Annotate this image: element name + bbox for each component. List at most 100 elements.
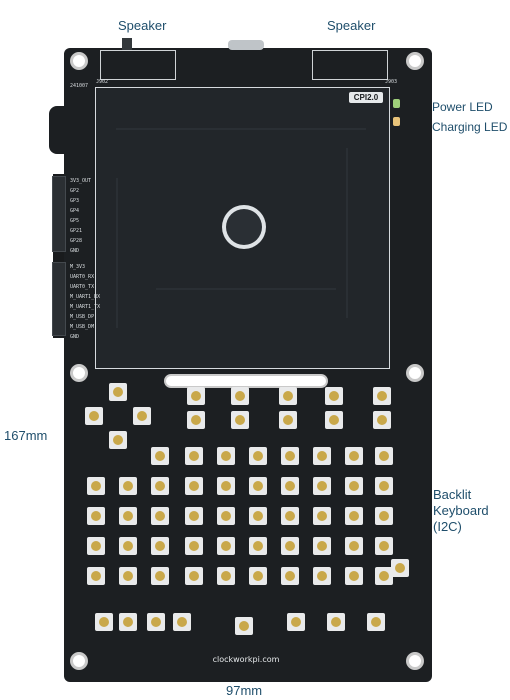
keyboard-key: [249, 447, 267, 465]
keyboard-key: [151, 567, 169, 585]
pin-label: UART0_TX: [70, 284, 95, 290]
mount-hole-top-left: [70, 52, 88, 70]
speaker-left-ref: J902: [96, 79, 109, 85]
pin-label: GP4: [70, 208, 80, 214]
keyboard-key: [345, 567, 363, 585]
pin-label: 3V3_OUT: [70, 178, 92, 184]
keyboard-key: [85, 407, 103, 425]
keyboard-label-line3: (I2C): [433, 519, 462, 534]
keyboard-key: [151, 507, 169, 525]
keyboard-key: [185, 507, 203, 525]
keyboard-key: [185, 537, 203, 555]
keyboard-key: [217, 537, 235, 555]
speaker-right-connector: [312, 50, 388, 80]
model-badge: CPI2.0: [349, 92, 383, 103]
left-edge-connector-lower: [52, 262, 66, 336]
power-led: [393, 99, 400, 108]
keyboard-key: [185, 477, 203, 495]
pin-label: M_USB_DM: [70, 324, 95, 330]
width-dimension: 97mm: [226, 683, 263, 698]
keyboard-key: [345, 537, 363, 555]
pin-label: M_USB_DP: [70, 314, 95, 320]
keyboard-key: [217, 447, 235, 465]
keyboard-key: [281, 447, 299, 465]
keyboard-key: [87, 507, 105, 525]
keyboard-key: [133, 407, 151, 425]
mount-hole-bottom-right: [406, 652, 424, 670]
keyboard-key: [287, 613, 305, 631]
mount-hole-mid-left: [70, 364, 88, 382]
speaker-left-connector: [100, 50, 176, 80]
speaker-right-ref: J903: [385, 79, 398, 85]
keyboard-key: [249, 537, 267, 555]
keyboard-key: [119, 507, 137, 525]
keyboard-key: [249, 507, 267, 525]
keyboard-key: [279, 411, 297, 429]
keyboard-key: [375, 477, 393, 495]
board-slot: [164, 374, 328, 388]
keyboard-key: [281, 567, 299, 585]
keyboard-key: [187, 387, 205, 405]
keyboard-key: [325, 387, 343, 405]
penguin-logo-icon: [222, 205, 266, 249]
keyboard-key: [373, 411, 391, 429]
website-label: clockworkpi.com: [212, 655, 280, 664]
keyboard-key: [187, 411, 205, 429]
keyboard-key: [87, 537, 105, 555]
keyboard-key: [345, 447, 363, 465]
pin-label: M_UART1_RX: [70, 294, 101, 300]
keyboard-key: [109, 431, 127, 449]
keyboard-key: [375, 447, 393, 465]
keyboard-label: Backlit Keyboard (I2C): [433, 487, 489, 535]
pin-label: GND: [70, 248, 80, 254]
charging-led-label: Charging LED: [432, 120, 508, 134]
keyboard-key: [119, 613, 137, 631]
height-dimension: 167mm: [4, 428, 48, 443]
keyboard-key: [151, 537, 169, 555]
mount-hole-mid-right: [406, 364, 424, 382]
speaker-left-label: Speaker: [118, 18, 167, 33]
keyboard-key: [375, 567, 393, 585]
keyboard-key: [313, 447, 331, 465]
keyboard-key: [151, 477, 169, 495]
keyboard-key: [185, 567, 203, 585]
keyboard-key: [313, 507, 331, 525]
keyboard-key: [375, 507, 393, 525]
keyboard-key: [185, 447, 203, 465]
mount-hole-top-right: [406, 52, 424, 70]
pin-label: GP2: [70, 188, 80, 194]
keyboard-key: [217, 507, 235, 525]
keyboard-key: [87, 567, 105, 585]
pin-label: M_UART1_TX: [70, 304, 101, 310]
keyboard-key: [367, 613, 385, 631]
pcb-trace: [156, 288, 336, 290]
keyboard-key: [345, 477, 363, 495]
keyboard-key: [281, 477, 299, 495]
pcb-trace: [116, 128, 366, 130]
keyboard-key: [231, 387, 249, 405]
side-bump: [49, 106, 65, 154]
keyboard-key: [281, 507, 299, 525]
keyboard-key: [279, 387, 297, 405]
keyboard-key: [375, 537, 393, 555]
keyboard-key: [151, 447, 169, 465]
keyboard-key: [217, 477, 235, 495]
power-led-label: Power LED: [432, 100, 493, 114]
keyboard-key: [249, 567, 267, 585]
keyboard-key: [313, 477, 331, 495]
keyboard-key: [217, 567, 235, 585]
usb-c-port: [228, 40, 264, 50]
keyboard-key: [147, 613, 165, 631]
keyboard-key: [95, 613, 113, 631]
keyboard-key: [173, 613, 191, 631]
keyboard-key: [119, 477, 137, 495]
keyboard-key: [119, 537, 137, 555]
pcb-trace: [116, 178, 118, 328]
board-id: 241007: [70, 83, 89, 89]
keyboard-key: [327, 613, 345, 631]
speaker-right-label: Speaker: [327, 18, 376, 33]
pcb-trace: [346, 148, 348, 318]
charging-led: [393, 117, 400, 126]
pin-label: GP21: [70, 228, 83, 234]
pin-label: GP28: [70, 238, 83, 244]
